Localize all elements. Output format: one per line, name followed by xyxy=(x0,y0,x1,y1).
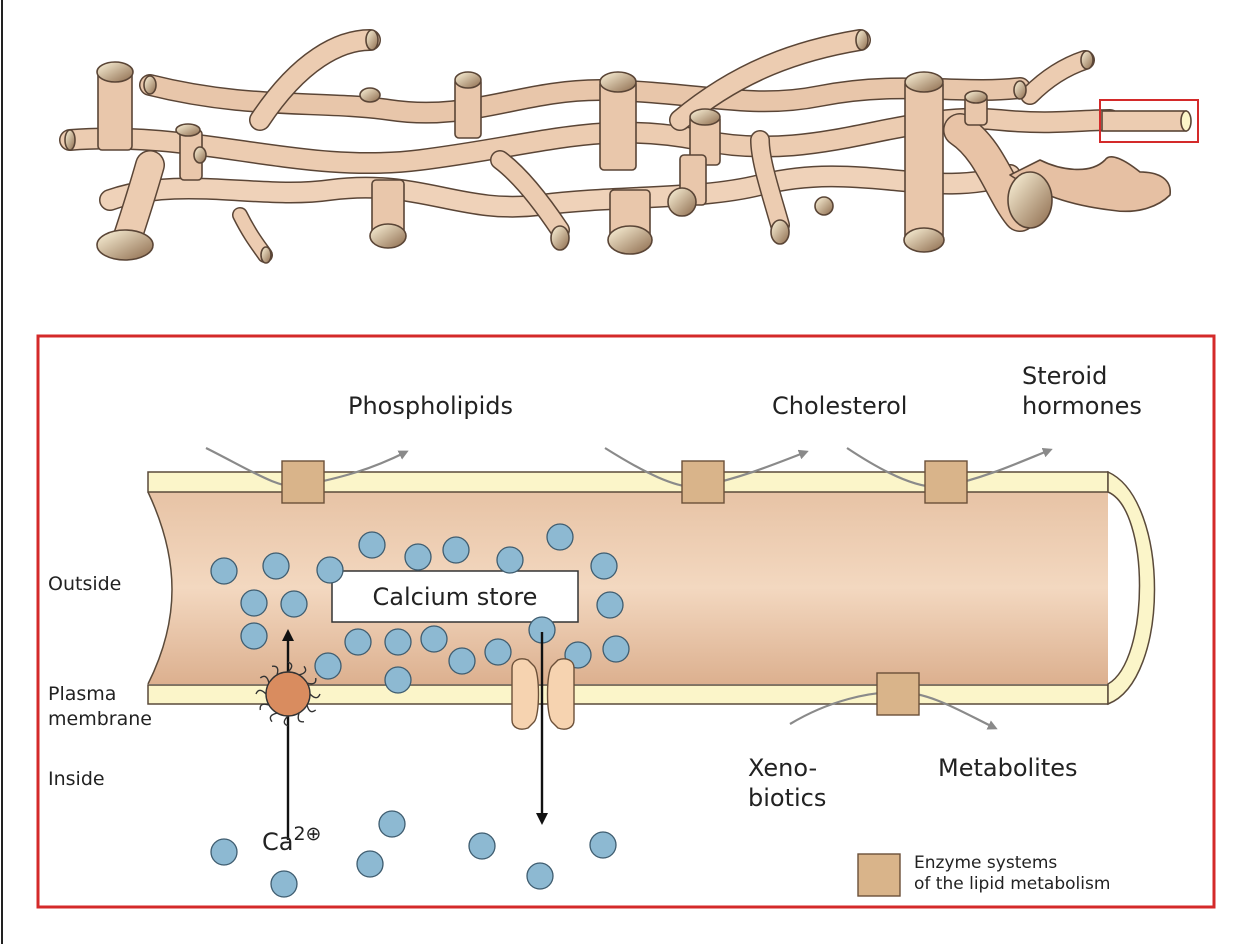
inside-label: Inside xyxy=(48,768,105,790)
calcium-ion-icon xyxy=(443,537,469,563)
calcium-ion-icon xyxy=(603,636,629,662)
highlighted-tubule xyxy=(1100,100,1198,142)
legend-line-2: of the lipid metabolism xyxy=(914,874,1110,894)
calcium-ion-icon xyxy=(527,863,553,889)
calcium-ion-icon xyxy=(405,544,431,570)
smooth-er-network xyxy=(65,30,1170,263)
calcium-store-label: Calcium store xyxy=(373,583,538,611)
calcium-ion-icon xyxy=(591,553,617,579)
calcium-ion-icon xyxy=(211,558,237,584)
calcium-ion-icon xyxy=(547,524,573,550)
calcium-ion-icon xyxy=(421,626,447,652)
calcium-ion-icon xyxy=(281,591,307,617)
calcium-ion-icon xyxy=(469,833,495,859)
calcium-ion-icon xyxy=(345,629,371,655)
calcium-ion-icon xyxy=(359,532,385,558)
er-tubule-section xyxy=(148,472,1155,704)
calcium-ion-icon xyxy=(379,811,405,837)
calcium-ion-icon xyxy=(590,832,616,858)
enzyme-box-icon xyxy=(925,461,967,503)
calcium-ion-icon xyxy=(597,592,623,618)
calcium-ion-icon xyxy=(449,648,475,674)
calcium-ion-icon xyxy=(385,629,411,655)
calcium-ion-icon xyxy=(497,547,523,573)
legend-enzyme-box-icon xyxy=(858,854,900,896)
calcium-ion-icon xyxy=(211,839,237,865)
legend-line-1: Enzyme systems xyxy=(914,853,1057,873)
calcium-ion-icon xyxy=(241,590,267,616)
hormones-label: hormones xyxy=(1022,392,1142,420)
biotics-label: biotics xyxy=(748,784,826,812)
calcium-ion-icon xyxy=(315,653,341,679)
steroid-label: Steroid xyxy=(1022,362,1107,390)
enzyme-box-icon xyxy=(877,673,919,715)
calcium-ion-icon xyxy=(357,851,383,877)
calcium-ion-icon xyxy=(317,557,343,583)
cholesterol-label: Cholesterol xyxy=(772,392,907,420)
phospholipids-label: Phospholipids xyxy=(348,392,513,420)
enzyme-box-icon xyxy=(282,461,324,503)
calcium-ion-icon xyxy=(485,639,511,665)
outside-label: Outside xyxy=(48,573,121,595)
enzyme-box-icon xyxy=(682,461,724,503)
xeno-label: Xeno- xyxy=(748,754,817,782)
metabolites-label: Metabolites xyxy=(938,754,1078,782)
calcium-ion-icon xyxy=(241,623,267,649)
calcium-ion-icon xyxy=(263,553,289,579)
calcium-ion-icon xyxy=(271,871,297,897)
membrane-label: membrane xyxy=(48,708,152,730)
calcium-ion-icon xyxy=(385,667,411,693)
plasma-label: Plasma xyxy=(48,683,116,705)
